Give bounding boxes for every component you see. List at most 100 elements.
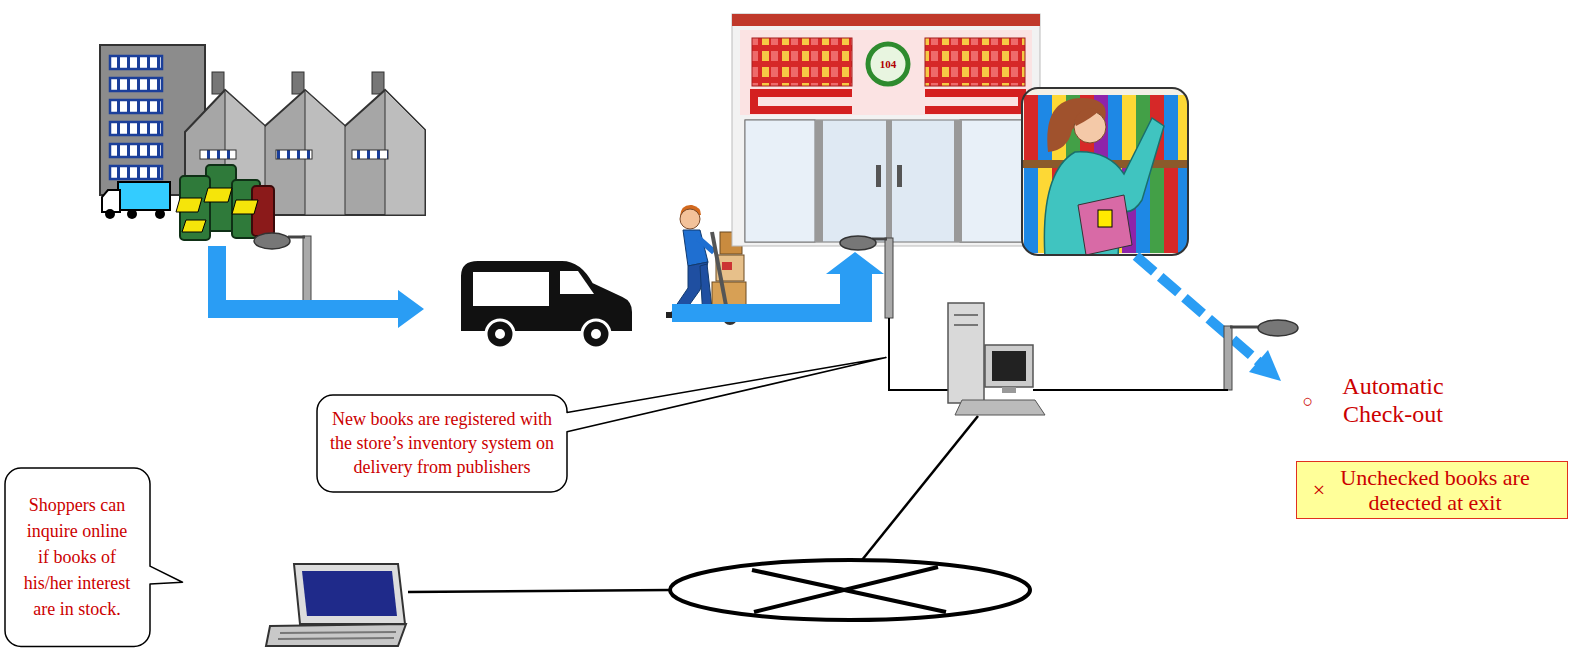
bookstore — [732, 14, 1040, 246]
bookstore-part — [876, 165, 881, 187]
store-computer-part — [985, 345, 1033, 387]
shopper-at-shelf-part-part — [1122, 95, 1136, 160]
bookstore-part — [954, 120, 962, 242]
flow-arrow — [672, 252, 884, 322]
laptop-part — [266, 624, 406, 646]
delivery-van-part — [582, 320, 610, 348]
bookstore-part — [732, 14, 1040, 26]
shopper-at-shelf-part-part — [1164, 95, 1178, 160]
bookstore-part — [745, 120, 815, 242]
bookstore-part — [732, 14, 1040, 246]
barrels-part — [182, 220, 206, 232]
bookstore-part — [815, 120, 823, 242]
factory-part — [372, 72, 384, 94]
store-computer-part — [954, 314, 978, 316]
delivery-van-part — [495, 329, 505, 339]
truck-part — [127, 209, 137, 219]
factory — [185, 72, 425, 215]
bookstore-part — [960, 120, 1030, 242]
truck — [102, 182, 170, 219]
shopper-at-shelf-part-part — [1178, 168, 1188, 253]
rfid-reader-part — [254, 233, 290, 249]
barrels-part — [232, 200, 258, 214]
rfid-reader-part — [1230, 326, 1262, 329]
store-logo-number: 104 — [870, 58, 906, 71]
bookstore-part — [925, 93, 1022, 110]
delivery-van — [462, 262, 631, 348]
barrels — [176, 165, 274, 240]
bookstore-part — [925, 38, 1025, 86]
callout-bubble: New books are registered with the store’… — [317, 395, 567, 492]
callout-bubble: Shoppers can inquire online if books of … — [5, 468, 150, 646]
delivery-van-part — [591, 329, 601, 339]
rfid-reader-part — [288, 236, 305, 239]
store-computer-part — [948, 303, 984, 403]
laptop-part — [278, 638, 394, 639]
laptop — [266, 564, 406, 646]
shopper-at-shelf-part-part — [1078, 195, 1132, 255]
shopper-at-shelf-part-part — [1150, 168, 1164, 253]
store-computer-part — [954, 324, 978, 326]
factory-part — [352, 150, 388, 159]
delivery-worker-part — [683, 230, 708, 266]
shopper-at-shelf-part-part — [1164, 168, 1178, 253]
laptop-part — [294, 564, 405, 624]
network-wire-part — [889, 318, 948, 390]
network-ring — [670, 560, 1030, 620]
bookstore-part — [868, 44, 908, 84]
rfid-reader-part — [1224, 326, 1232, 390]
factory-part — [292, 72, 304, 94]
exit-arrow — [1136, 256, 1281, 381]
delivery-worker-part — [712, 232, 728, 316]
shopper-at-shelf-part-part — [1024, 168, 1038, 253]
flow-arrow — [208, 246, 424, 328]
store-computer-part — [955, 400, 1045, 415]
callout-text: New books are registered with the store’… — [327, 407, 557, 480]
warning-text: Unchecked books are detected at exit — [1333, 465, 1559, 516]
rfid-reader-part — [1258, 320, 1298, 336]
shopper-at-shelf-part-part — [1098, 210, 1112, 227]
bookstore-part — [754, 93, 852, 110]
bookstore-part — [745, 120, 1030, 242]
shopper-at-shelf-part-part — [1108, 95, 1122, 160]
network-wire-part — [408, 590, 670, 592]
factory-part — [200, 150, 236, 159]
store-computer-part — [992, 351, 1026, 381]
exit-arrow-part — [1249, 350, 1281, 381]
factory-part — [185, 90, 425, 215]
bookstore-part — [886, 120, 892, 242]
truck-part — [155, 209, 165, 219]
bookstore-part — [752, 38, 852, 86]
checkout-label: Automatic Check-out — [1327, 373, 1459, 428]
warning-box: ×Unchecked books are detected at exit — [1296, 461, 1568, 520]
network-wire-part — [1033, 389, 1228, 391]
network-ring-part — [754, 567, 938, 612]
store-computer-part — [1002, 387, 1016, 393]
delivery-van-part — [486, 320, 514, 348]
laptop-part — [302, 571, 397, 616]
truck-part — [105, 209, 115, 219]
delivery-worker-part — [722, 262, 732, 270]
rfid-reader-part — [885, 238, 893, 318]
shopper-at-shelf-part-part — [1024, 95, 1038, 160]
office-building-part — [110, 122, 162, 135]
shopper-at-shelf-part-part — [1074, 109, 1100, 127]
delivery-van-part — [560, 271, 594, 294]
factory-part — [276, 150, 312, 159]
cross-mark: × — [1305, 477, 1333, 502]
truck-part — [118, 182, 170, 210]
exit-arrow-part — [1136, 256, 1259, 362]
shopper-at-shelf-part-part — [1178, 95, 1188, 160]
rfid-reader-part — [840, 236, 876, 250]
truck-part — [102, 190, 120, 212]
delivery-van-part — [462, 262, 631, 330]
callout-outline — [5, 468, 183, 646]
office-building-part — [110, 56, 162, 69]
office-building-part — [110, 144, 162, 157]
delivery-van-part — [472, 271, 550, 307]
bookstore-part — [897, 165, 902, 187]
office-building-part — [110, 100, 162, 113]
shopper-at-shelf-part — [1022, 88, 1188, 255]
delivery-worker-part — [680, 209, 700, 229]
